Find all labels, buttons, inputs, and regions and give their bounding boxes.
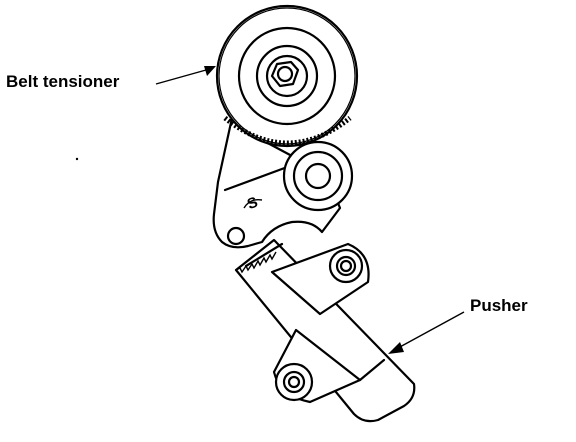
scan-dot [75, 157, 79, 161]
callout-pusher: Pusher [388, 296, 528, 354]
pusher-label: Pusher [470, 296, 528, 315]
hex-bolt-icon [270, 60, 300, 88]
idler-pulley [282, 140, 354, 212]
callout-belt-tensioner: Belt tensioner [6, 66, 216, 91]
belt-tensioner-label: Belt tensioner [6, 72, 120, 91]
belt-tensioner-pulley [215, 4, 359, 148]
pusher [234, 238, 416, 423]
